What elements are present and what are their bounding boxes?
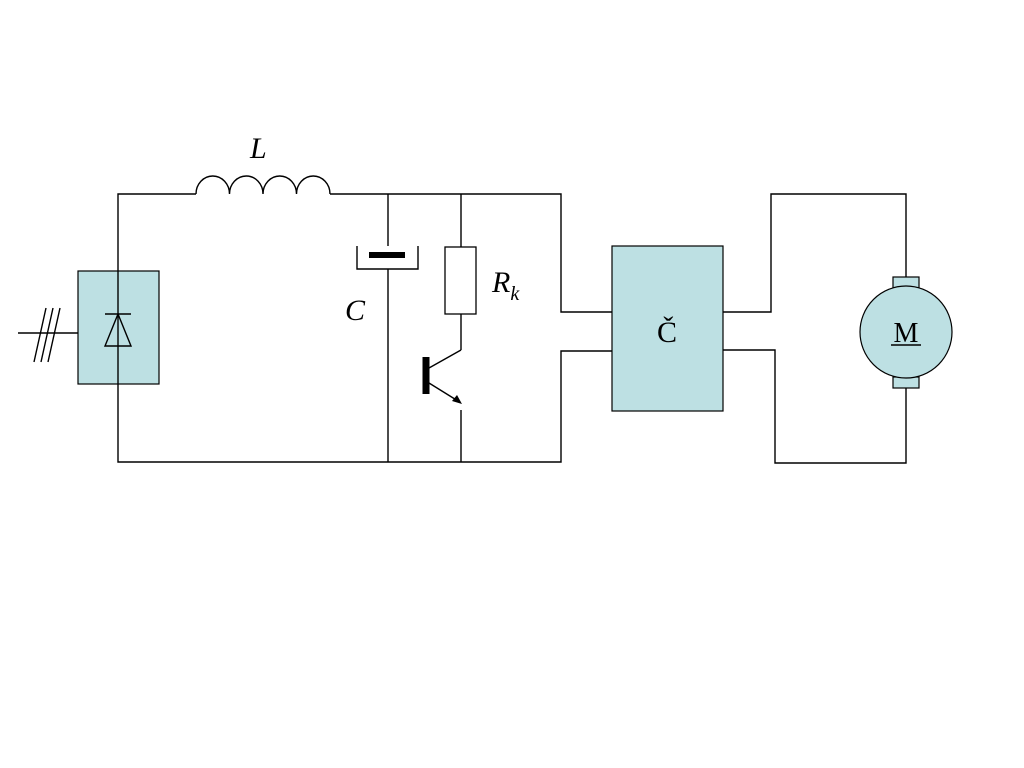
resistor-label: Rk xyxy=(491,266,520,305)
motor-label: M xyxy=(894,318,919,349)
capacitor xyxy=(356,246,419,270)
capacitor-label: C xyxy=(345,294,366,327)
rectifier-diode-icon xyxy=(103,271,133,384)
inductor-label: L xyxy=(249,132,267,165)
resistor xyxy=(444,246,477,315)
circuit-wires xyxy=(117,193,907,464)
transistor-icon xyxy=(422,349,462,404)
motor-icon xyxy=(859,276,953,389)
chopper-label: Č xyxy=(657,316,677,349)
inductor xyxy=(195,175,331,195)
rectifier-block xyxy=(77,270,160,385)
chopper-block xyxy=(611,245,724,412)
resistor-label-main: R xyxy=(491,266,510,299)
three-phase-input-icon xyxy=(18,307,78,363)
resistor-label-subscript: k xyxy=(510,283,520,305)
